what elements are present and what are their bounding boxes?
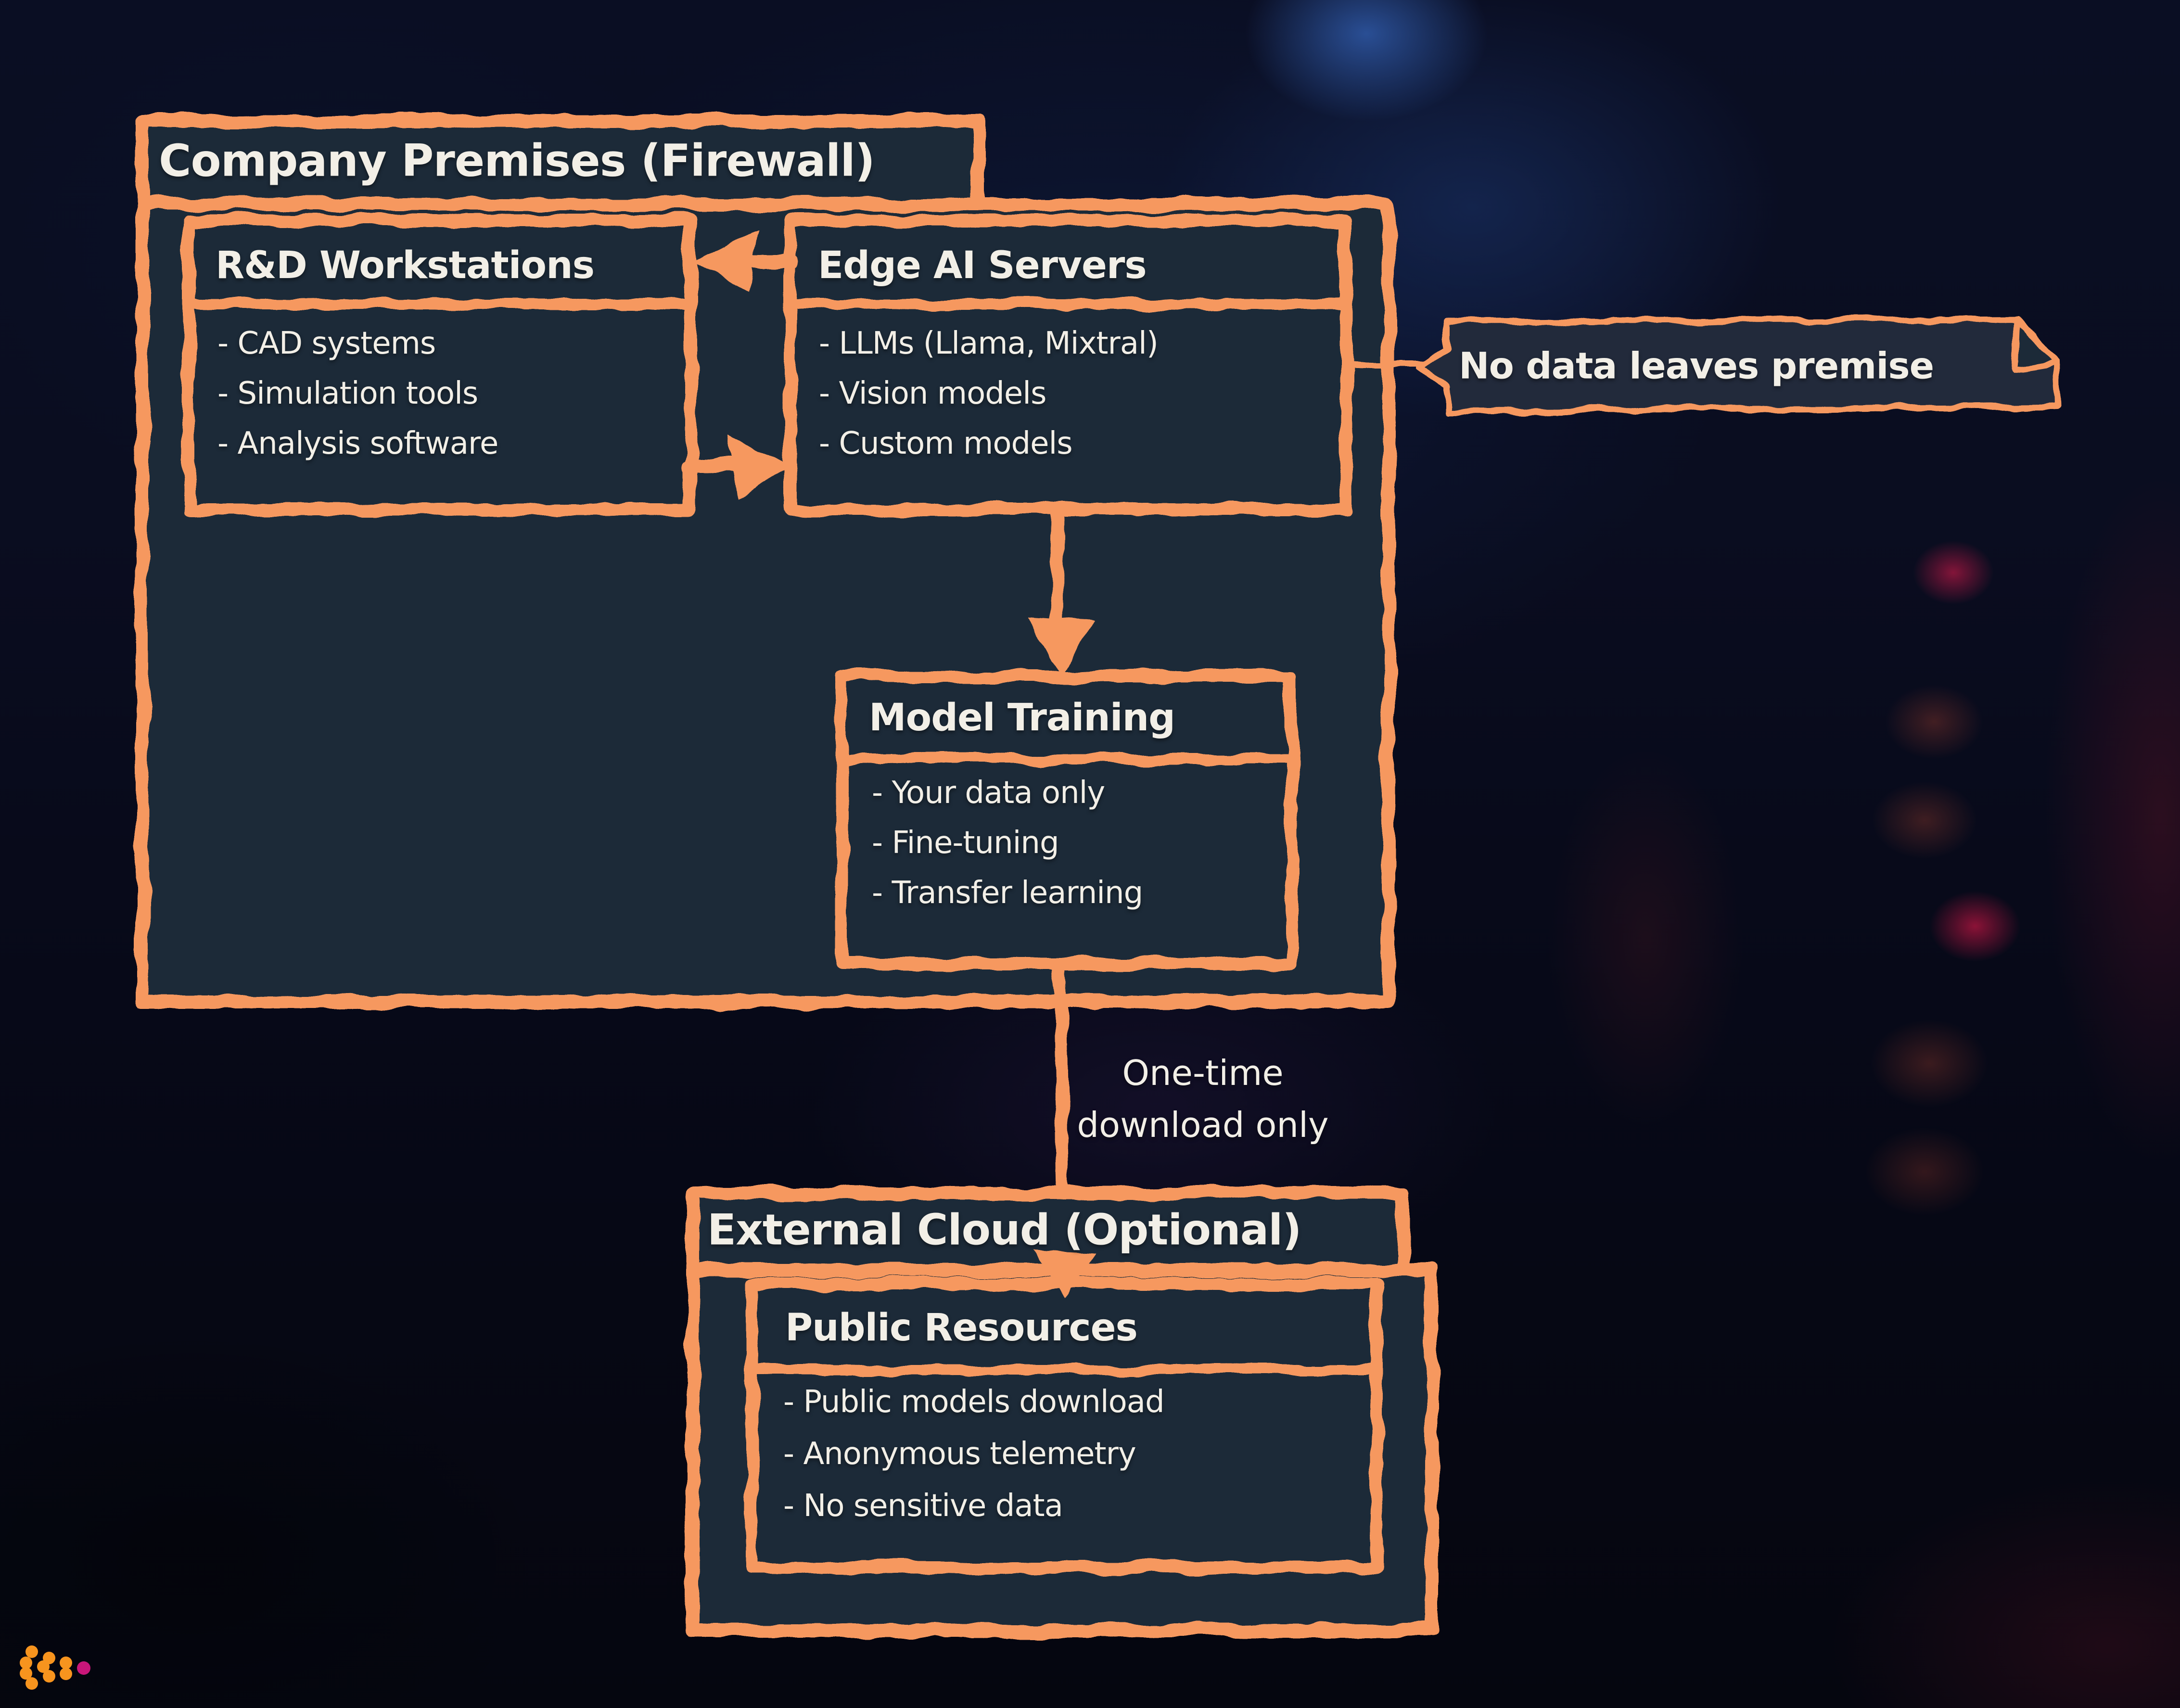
one-time-download-label: One-time download only [1044,1047,1362,1151]
public-item: - No sensitive data [783,1488,1063,1524]
logo-dot-pink-icon [77,1661,90,1675]
model-training-title: Model Training [869,696,1175,739]
logo-dot-icon [60,1657,72,1669]
company-premises-tab [136,115,986,211]
note-fold-corner [2011,315,2060,372]
one-time-download-label-line1: One-time [1122,1053,1284,1093]
edge-to-training-arrow-line [1050,503,1064,637]
rnd-workstations-title: R&D Workstations [216,244,595,287]
training-item: - Fine-tuning [872,825,1059,861]
note-text: No data leaves premise [1459,344,1934,387]
training-item: - Your data only [872,775,1105,811]
training-to-public-arrowhead [1033,1249,1096,1299]
company-premises-title: Company Premises (Firewall) [159,135,875,187]
logo-dot-icon [25,1677,38,1690]
rnd-item: - CAD systems [217,326,436,361]
logo-dot-icon [25,1645,38,1658]
external-cloud-title: External Cloud (Optional) [707,1205,1301,1255]
edge-to-rnd-arrowhead [693,230,756,291]
edge-ai-servers-title: Edge AI Servers [818,244,1147,287]
edge-item: - Vision models [819,376,1046,411]
model-training-box [836,670,1298,970]
edge-item: - Custom models [819,426,1073,461]
edge-to-training-arrowhead [1026,618,1094,674]
rnd-item: - Analysis software [217,426,498,461]
rnd-to-edge-arrowhead [727,435,791,499]
logo-dot-icon [20,1657,32,1669]
one-time-download-label-line2: download only [1077,1105,1329,1145]
rnd-item: - Simulation tools [217,376,478,411]
public-item: - Public models download [783,1384,1165,1420]
public-item: - Anonymous telemetry [783,1436,1136,1472]
training-item: - Transfer learning [872,875,1143,911]
logo-dot-icon [60,1668,72,1680]
logo-dot-icon [43,1670,55,1683]
public-resources-title: Public Resources [785,1306,1138,1350]
edge-item: - LLMs (Llama, Mixtral) [819,326,1159,361]
public-resources-box [746,1277,1384,1574]
rnd-workstations-box [182,214,697,515]
